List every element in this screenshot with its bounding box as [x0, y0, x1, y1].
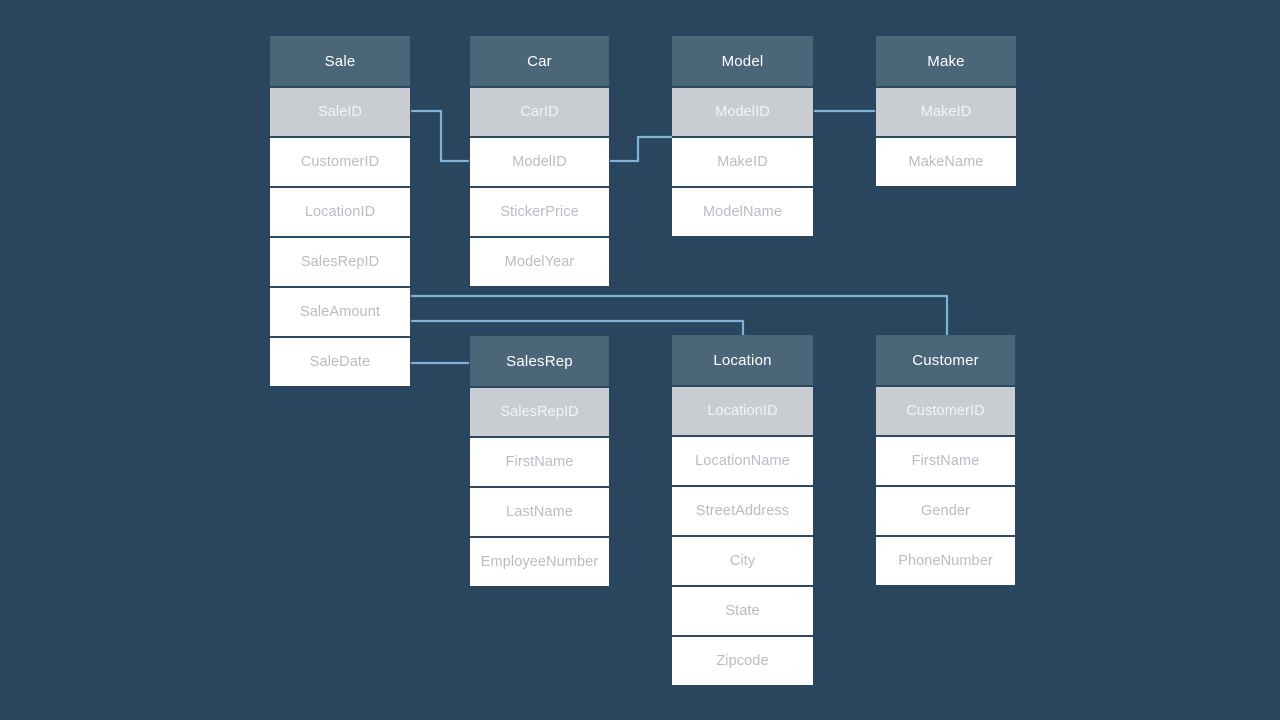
field-row-location[interactable]: Zipcode — [672, 635, 813, 685]
field-row-model[interactable]: ModelName — [672, 186, 813, 236]
entity-title-location: Location — [672, 335, 813, 385]
primary-key-row-location[interactable]: LocationID — [672, 385, 813, 435]
connector-sale-car — [411, 109, 469, 163]
primary-key-row-car[interactable]: CarID — [470, 86, 609, 136]
field-row-car[interactable]: StickerPrice — [470, 186, 609, 236]
field-row-customer[interactable]: PhoneNumber — [876, 535, 1015, 585]
connector-sale-location — [411, 319, 745, 335]
field-row-location[interactable]: State — [672, 585, 813, 635]
field-row-customer[interactable]: Gender — [876, 485, 1015, 535]
field-row-sale[interactable]: LocationID — [270, 186, 410, 236]
entity-title-make: Make — [876, 36, 1016, 86]
connector-car-model — [610, 135, 672, 163]
field-row-sale[interactable]: SaleAmount — [270, 286, 410, 336]
entity-title-car: Car — [470, 36, 609, 86]
field-row-make[interactable]: MakeName — [876, 136, 1016, 186]
field-row-car[interactable]: ModelYear — [470, 236, 609, 286]
primary-key-row-sale[interactable]: SaleID — [270, 86, 410, 136]
entity-title-customer: Customer — [876, 335, 1015, 385]
primary-key-row-salesrep[interactable]: SalesRepID — [470, 386, 609, 436]
primary-key-row-model[interactable]: ModelID — [672, 86, 813, 136]
field-row-location[interactable]: LocationName — [672, 435, 813, 485]
field-row-salesrep[interactable]: EmployeeNumber — [470, 536, 609, 586]
field-row-sale[interactable]: SaleDate — [270, 336, 410, 386]
primary-key-row-customer[interactable]: CustomerID — [876, 385, 1015, 435]
field-row-location[interactable]: City — [672, 535, 813, 585]
field-row-customer[interactable]: FirstName — [876, 435, 1015, 485]
field-row-model[interactable]: MakeID — [672, 136, 813, 186]
field-row-car[interactable]: ModelID — [470, 136, 609, 186]
field-row-salesrep[interactable]: LastName — [470, 486, 609, 536]
entity-title-model: Model — [672, 36, 813, 86]
field-row-sale[interactable]: CustomerID — [270, 136, 410, 186]
field-row-sale[interactable]: SalesRepID — [270, 236, 410, 286]
entity-title-salesrep: SalesRep — [470, 336, 609, 386]
entity-title-sale: Sale — [270, 36, 410, 86]
field-row-salesrep[interactable]: FirstName — [470, 436, 609, 486]
connector-sale-customer — [411, 294, 949, 335]
primary-key-row-make[interactable]: MakeID — [876, 86, 1016, 136]
field-row-location[interactable]: StreetAddress — [672, 485, 813, 535]
